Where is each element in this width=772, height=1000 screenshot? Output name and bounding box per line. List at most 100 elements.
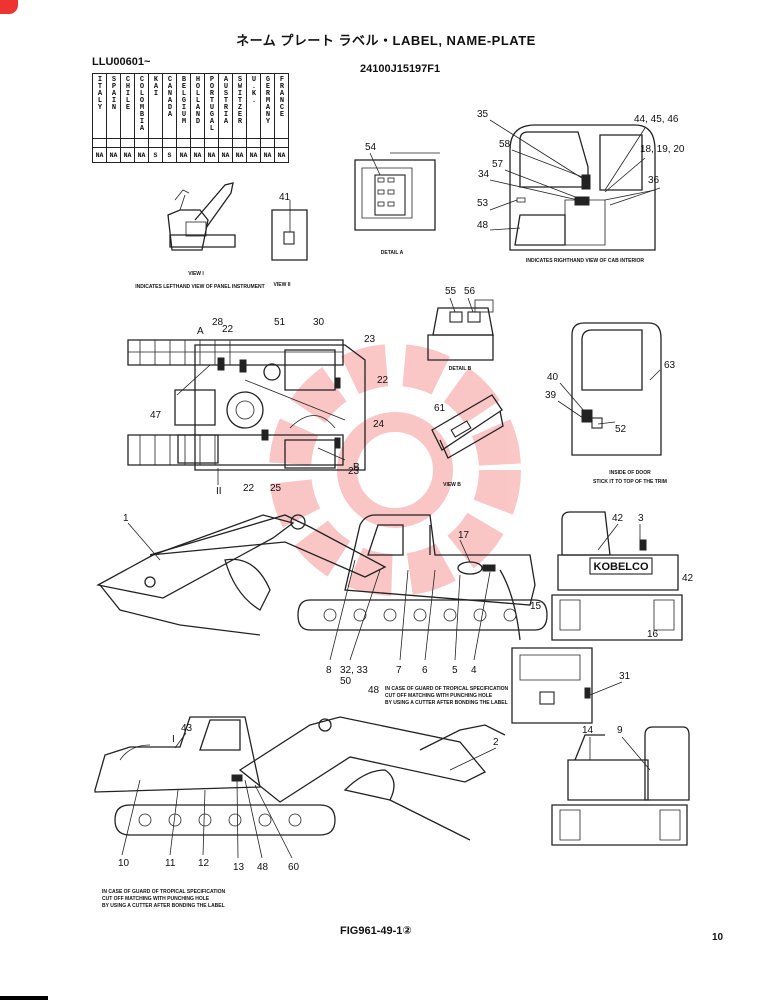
caption-tropical-1b: IN CASE OF GUARD OF TROPICAL SPECIFICATI… [102, 889, 226, 895]
callout-23-bottom: 23 [348, 466, 360, 477]
caption-detail-a: DETAIL A [381, 250, 404, 256]
callout-39: 39 [545, 390, 557, 401]
country-name: SPAIN [110, 76, 118, 111]
callout-2: 2 [493, 737, 499, 748]
callout-28: 28 [212, 317, 224, 328]
callout-II: II [216, 486, 222, 497]
callout-58: 58 [499, 139, 511, 150]
figure-reference: FIG961-49-1② [340, 925, 412, 937]
callout-7: 7 [396, 665, 402, 676]
country-name: FRANCE [278, 76, 286, 118]
callout-17: 17 [458, 530, 470, 541]
caption-inside-door-sub: STICK IT TO TOP OF THE TRIM [593, 479, 667, 485]
country-name: GERMANY [264, 76, 272, 125]
callout-16: 16 [647, 629, 659, 640]
caption-view-ii: VIEW II [274, 282, 292, 288]
caption-tropical-2b: CUT OFF MATCHING WITH PUNCHING HOLE [102, 896, 210, 902]
caption-view-b: VIEW B [443, 482, 461, 488]
caption-tropical-3: BY USING A CUTTER AFTER BONDING THE LABE… [385, 700, 508, 706]
country-name: KAI [152, 76, 160, 97]
callout-40: 40 [547, 372, 559, 383]
side-view-left-drawing [96, 514, 548, 641]
callout-54: 54 [365, 142, 377, 153]
caption-detail-b: DETAIL B [449, 366, 472, 372]
country-name: HOLLAND [194, 76, 202, 125]
country-name: SWITZER [236, 76, 244, 125]
callout-31: 31 [619, 671, 631, 682]
country-name: ITALY [96, 76, 104, 111]
callout-53: 53 [477, 198, 489, 209]
view-b-drawing [431, 394, 504, 459]
caption-tropical-3b: BY USING A CUTTER AFTER BONDING THE LABE… [102, 903, 225, 909]
callout-10: 10 [118, 858, 130, 869]
callout-14: 14 [582, 725, 594, 736]
callout-22-right: 22 [377, 375, 389, 386]
callout-6: 6 [422, 665, 428, 676]
callout-1: 1 [123, 513, 129, 524]
leader-lines [121, 119, 661, 859]
rear-view-drawing [551, 511, 683, 641]
callout-63: 63 [664, 360, 676, 371]
callout-I: I [172, 734, 175, 745]
callout-44-45-46: 44, 45, 46 [634, 114, 679, 125]
callout-22-bottom: 22 [243, 483, 255, 494]
view-ii-drawing [271, 200, 308, 261]
callout-32-33: 32, 33 [340, 665, 368, 676]
callout-15: 15 [530, 601, 542, 612]
serial-range: LLU00601~ [92, 56, 151, 68]
country-table: ITALY SPAIN CHILE COLOMBIA KAI CANADA BELGIUM H… [92, 73, 289, 163]
caption-cab-interior: INDICATES RIGHTHAND VIEW OF CAB INTERIOR [526, 258, 644, 264]
callout-24: 24 [373, 419, 385, 430]
callout-50: 50 [340, 676, 352, 687]
callout-13: 13 [233, 862, 245, 873]
callout-9: 9 [617, 725, 623, 736]
country-name: COLOMBIA [138, 76, 146, 132]
callout-labels: 41 54 35 44, 45, 46 58 18, 19, 20 57 34 … [118, 109, 694, 873]
top-view-drawing [127, 339, 366, 485]
callout-48-bottom: 48 [257, 862, 269, 873]
page-number: 10 [712, 932, 724, 943]
view-i-seat-drawing [167, 182, 236, 251]
callout-4: 4 [471, 665, 477, 676]
page-title: ネーム プレート ラベル・LABEL, NAME-PLATE [236, 33, 536, 48]
callout-52: 52 [615, 424, 627, 435]
callout-42-top: 42 [612, 513, 624, 524]
country-gap-row [92, 138, 289, 148]
country-name: CHILE [124, 76, 132, 111]
callout-55: 55 [445, 286, 457, 297]
callout-56: 56 [464, 286, 476, 297]
callout-B: B [353, 462, 360, 473]
caption-inside-door: INSIDE OF DOOR [609, 470, 651, 476]
country-code: S [162, 147, 177, 163]
country-names-row: ITALY SPAIN CHILE COLOMBIA KAI CANADA BELGIUM H… [92, 73, 289, 139]
country-code: NA [204, 147, 219, 163]
callout-60: 60 [288, 862, 300, 873]
detail-b-drawing [427, 299, 494, 361]
country-name: U.K. [250, 76, 258, 104]
callout-22-top: 22 [222, 324, 234, 335]
country-name: CANADA [166, 76, 174, 118]
caption-tropical-2: CUT OFF MATCHING WITH PUNCHING HOLE [385, 693, 493, 699]
country-name: AUSTRIA [222, 76, 230, 125]
country-code: NA [176, 147, 191, 163]
caption-view-i-sub: INDICATES LEFTHAND VIEW OF PANEL INSTRUM… [135, 284, 264, 290]
detail-a-drawing [354, 152, 440, 231]
callout-23-top: 23 [364, 334, 376, 345]
callout-48-top: 48 [477, 220, 489, 231]
callout-35: 35 [477, 109, 489, 120]
side-view-right-drawing [94, 716, 506, 841]
callout-42-right: 42 [682, 573, 694, 584]
part-number: 24100J15197F1 [360, 63, 441, 75]
callout-11: 11 [165, 858, 176, 869]
callout-34: 34 [478, 169, 490, 180]
caption-view-i: VIEW I [188, 271, 204, 277]
callout-8: 8 [326, 665, 332, 676]
country-name: BELGIUM [180, 76, 188, 125]
cab-interior-drawing [509, 124, 656, 251]
callout-5: 5 [452, 665, 458, 676]
callout-43: 43 [181, 723, 193, 734]
detail-31-drawing [511, 647, 593, 724]
callout-41: 41 [279, 192, 291, 203]
door-inside-drawing [571, 322, 662, 456]
